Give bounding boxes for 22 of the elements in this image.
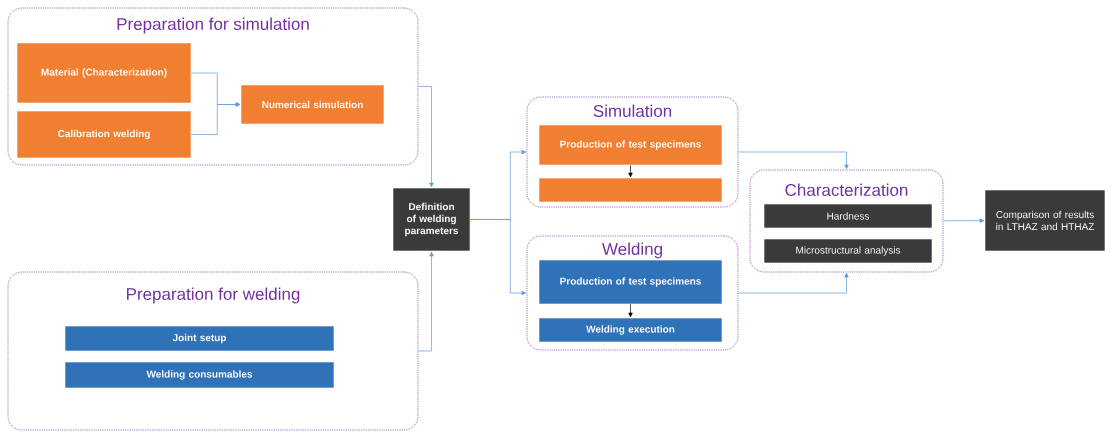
arrow <box>943 218 985 223</box>
process-box: Production of test specimens <box>538 124 723 166</box>
process-box: Production of test specimens <box>538 259 723 305</box>
process-box: Microstructural analysis <box>763 238 933 264</box>
process-box: Hardness <box>763 203 933 229</box>
arrow <box>418 251 434 352</box>
process-box: Welding consumables <box>64 361 335 389</box>
arrow <box>738 272 849 294</box>
arrow <box>418 86 434 188</box>
process-box: Comparison of results in LTHAZ and HTHAZ <box>984 189 1106 252</box>
process-box: Definition of welding parameters <box>392 187 471 252</box>
arrow <box>738 151 849 170</box>
arrow <box>628 303 633 318</box>
process-box: Numerical simulation <box>240 84 385 125</box>
arrow <box>628 164 633 178</box>
process-box: Welding execution <box>538 317 723 343</box>
process-box: Joint setup <box>64 325 335 352</box>
arrow <box>469 219 527 296</box>
empty-box <box>538 177 723 203</box>
process-box: Calibration welding <box>16 110 192 159</box>
process-box: Material (Characterization) <box>16 42 192 104</box>
arrow <box>190 102 241 135</box>
